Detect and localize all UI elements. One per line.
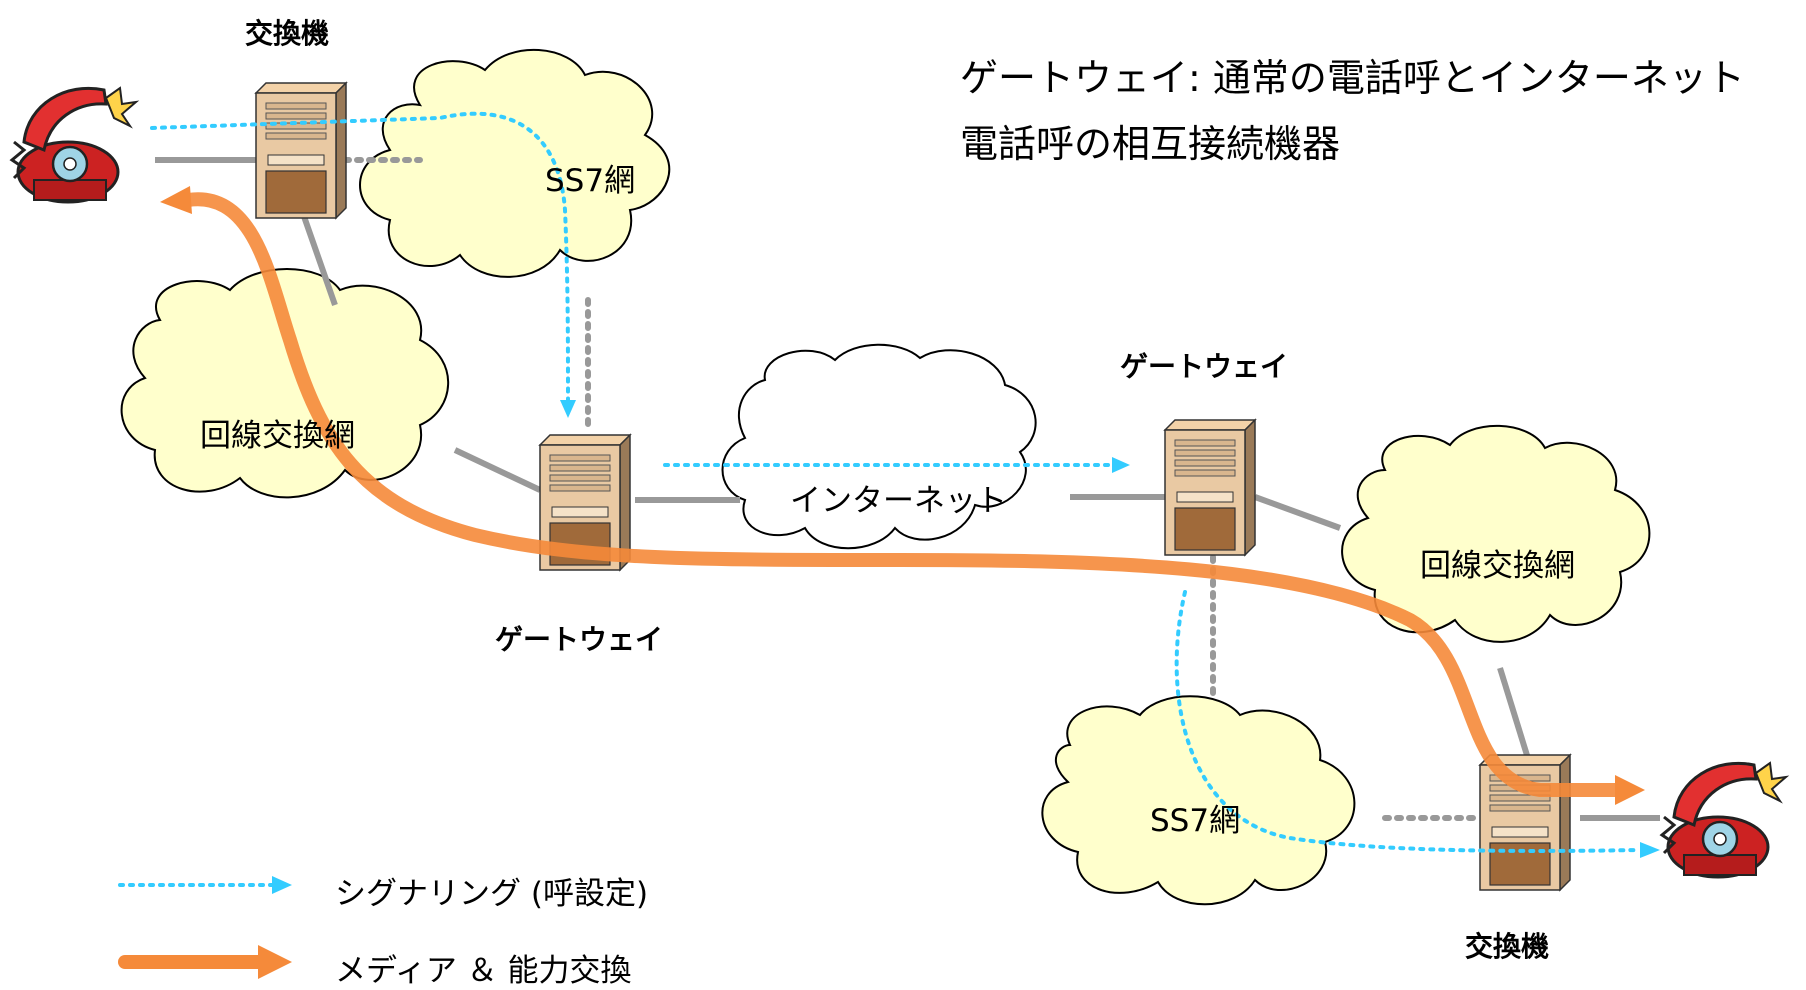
media-path [181,192,1627,797]
telephone-icon-right [1660,761,1788,879]
signaling-path [150,111,1642,853]
internet-cloud [721,343,1037,550]
circuit-switched-label-left: 回線交換網 [200,418,355,454]
legend-signaling-label: シグナリング (呼設定) [335,876,649,912]
exchange-server-top [255,82,347,219]
gateway-label-left: ゲートウェイ [495,623,664,656]
circuit-switched-cloud-right [1341,424,1651,643]
circuit-switched-cloud-left [120,268,450,499]
description-line-2: 電話呼の相互接続機器 [960,122,1341,166]
ss7-cloud-top [359,49,671,278]
exchange-server-bottom [1479,754,1571,891]
ss7-cloud-bottom [1041,695,1356,906]
internet-label: インターネット [790,483,1007,519]
ss7-label-bottom: SS7網 [1150,803,1241,839]
gateway-server-right [1164,419,1256,556]
ss7-label-top: SS7網 [545,163,636,199]
legend-signaling-icon [118,876,292,894]
media-arrowheads [160,186,1645,805]
legend-media-icon [118,945,292,979]
signaling-arrowheads [560,400,1660,858]
telephone-icon-left [10,86,138,204]
exchange-label-bottom: 交換機 [1465,930,1550,963]
network-links [155,157,1660,821]
circuit-switched-label-right: 回線交換網 [1420,548,1575,584]
description-line-1: ゲートウェイ: 通常の電話呼とインターネット [960,56,1745,100]
legend-media-label: メディア ＆ 能力交換 [335,953,632,989]
exchange-label-top: 交換機 [245,17,330,50]
gateway-label-right: ゲートウェイ [1120,350,1289,383]
